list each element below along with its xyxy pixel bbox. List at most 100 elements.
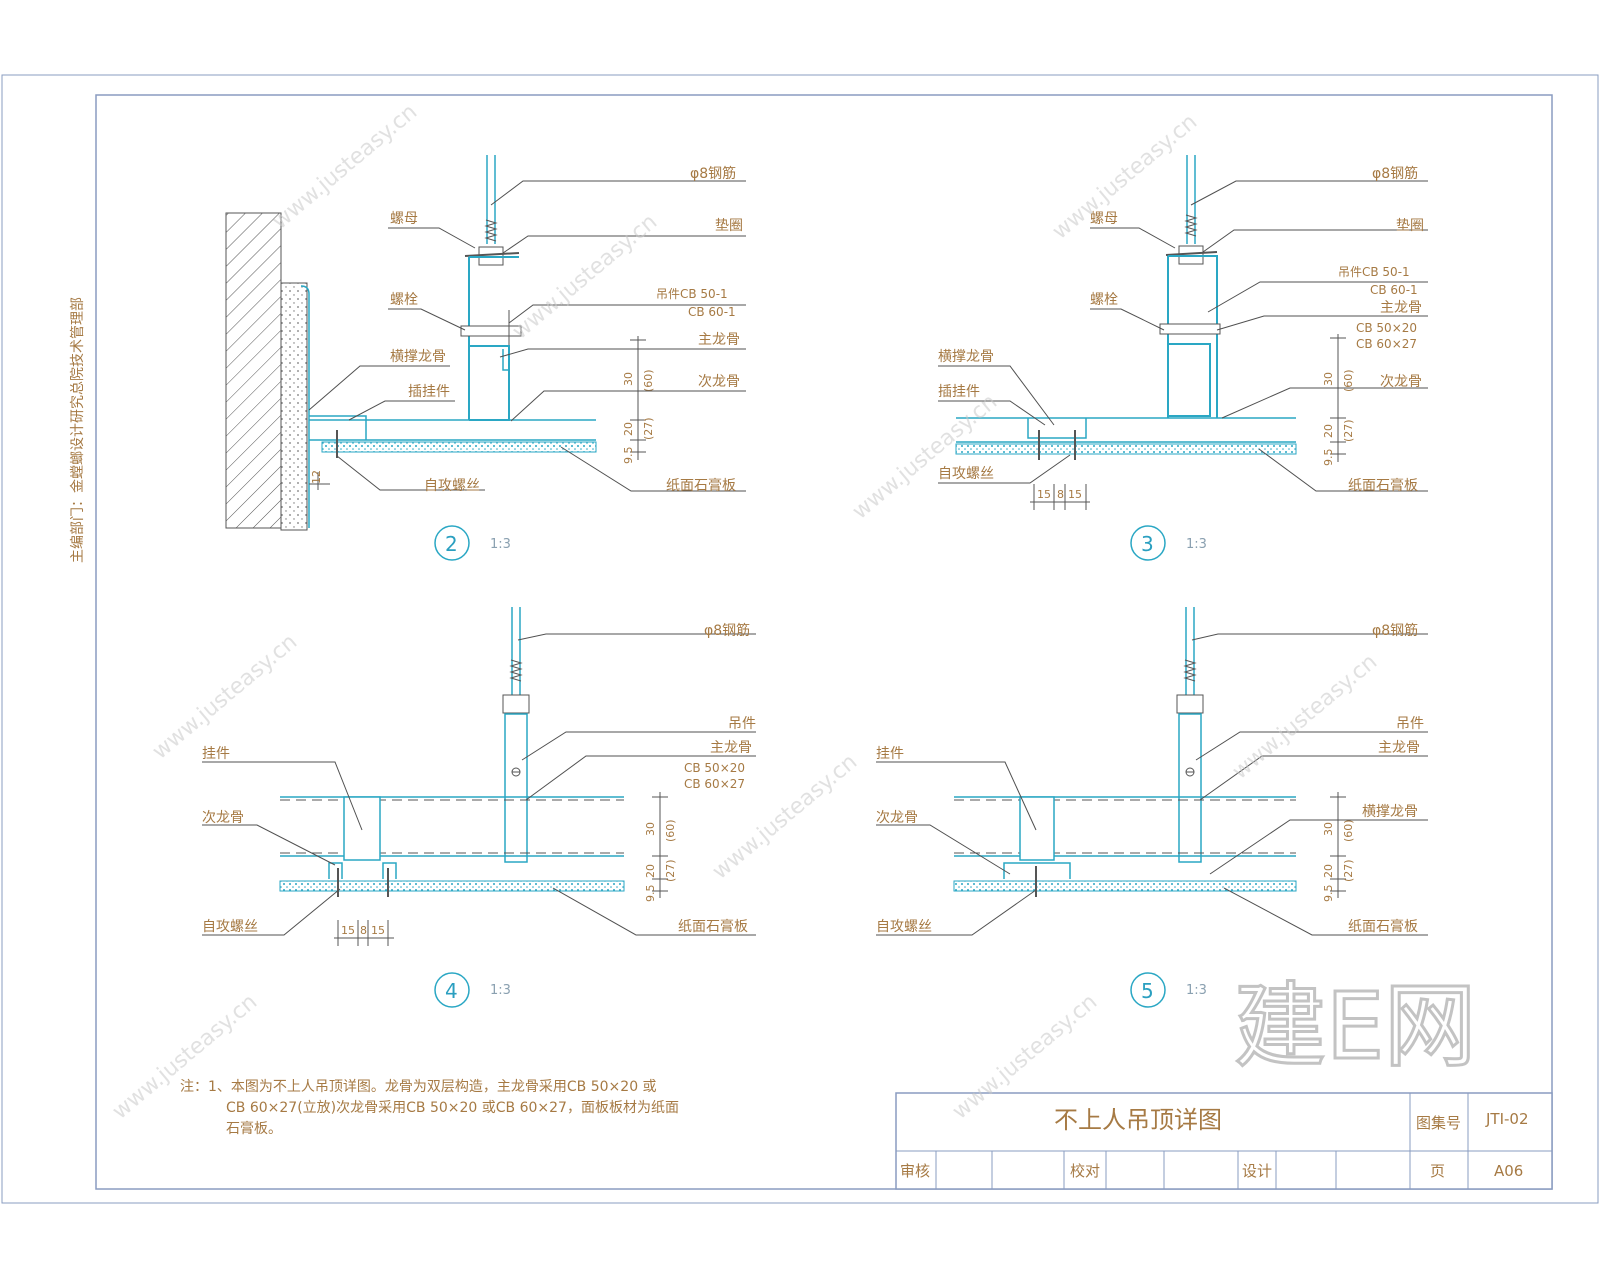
label-main-spec-2: CB 60×27: [1356, 337, 1417, 351]
dim-27: (27): [1342, 419, 1355, 442]
label-main-runner: 主龙骨: [710, 740, 752, 756]
label-main-spec-1: CB 50×20: [1356, 321, 1417, 335]
dim-9-5: 9.5: [1322, 449, 1335, 467]
dim-60: (60): [642, 369, 655, 392]
detail-3: 30 (60) 20 (27) 9.5 15 8 15 φ8钢筋 螺母 垫圈 吊…: [938, 155, 1428, 561]
dim-27: (27): [1342, 859, 1355, 882]
label-board: 纸面石膏板: [1348, 918, 1418, 935]
dim-20: 20: [1322, 424, 1335, 438]
watermark-logo-text: 建E网: [1234, 973, 1476, 1080]
dim-8: 8: [1057, 488, 1064, 501]
detail-4: 30 (60) 20 (27) 9.5 15 8 15 φ8钢筋 吊件 主龙骨 …: [202, 607, 756, 1008]
outer-frame: [1, 74, 1599, 1204]
wall-hatch: [225, 212, 282, 529]
dim-27: (27): [642, 417, 655, 440]
title-block: 不上人吊顶详图 图集号 JTI-02 审核 校对 设计 页 A06: [895, 1092, 1553, 1190]
dim-9-5: 9.5: [1322, 885, 1335, 903]
gypsum-board: [955, 443, 1297, 455]
dim-9-5: 9.5: [644, 885, 657, 903]
detail-number: 3: [1141, 532, 1154, 556]
watermark-url: www.justeasy.cn: [148, 629, 302, 764]
label-main-runner: 主龙骨: [698, 332, 740, 348]
label-washer: 垫圈: [715, 218, 743, 234]
label-clip: 挂件: [202, 746, 230, 762]
label-board: 纸面石膏板: [666, 477, 736, 494]
note-line-3: 石膏板。: [226, 1120, 282, 1137]
label-screw: 自攻螺丝: [202, 919, 258, 935]
detail-scale: 1:3: [490, 537, 511, 552]
label-hanger: 吊件CB 50-1: [656, 287, 728, 301]
label-secondary: 次龙骨: [202, 810, 244, 826]
label-hanger-spec: CB 60-1: [688, 305, 736, 319]
label-secondary: 次龙骨: [876, 810, 918, 826]
detail-number: 2: [445, 532, 458, 556]
label-clip: 挂件: [876, 746, 904, 762]
gypsum-board: [953, 880, 1297, 892]
atlas-number-label: 图集号: [1416, 1114, 1461, 1132]
detail-scale: 1:3: [1186, 983, 1207, 998]
detail-number-circle: [1130, 525, 1166, 561]
watermark-layer: www.justeasy.cn www.justeasy.cn www.just…: [108, 99, 1478, 1124]
label-nut: 螺母: [390, 211, 418, 227]
dim-30: 30: [1322, 822, 1335, 836]
label-main-runner: 主龙骨: [1378, 740, 1420, 756]
label-secondary: 次龙骨: [1380, 374, 1422, 390]
label-rod: φ8钢筋: [1372, 622, 1418, 639]
review-label: 审核: [900, 1162, 930, 1180]
detail-number: 5: [1141, 979, 1154, 1003]
label-main-spec-1: CB 50×20: [684, 761, 745, 775]
dim-20: 20: [1322, 864, 1335, 878]
note-line-1: 注：1、本图为不上人吊顶详图。龙骨为双层构造，主龙骨采用CB 50×20 或: [180, 1079, 657, 1095]
watermark-url: www.justeasy.cn: [1228, 649, 1382, 784]
atlas-number-value: JTI-02: [1485, 1110, 1529, 1128]
detail-number-circle: [434, 972, 470, 1008]
design-label: 设计: [1242, 1162, 1272, 1180]
watermark-url: www.justeasy.cn: [1048, 109, 1202, 244]
page-number: A06: [1494, 1162, 1523, 1180]
inner-frame: [95, 94, 1553, 1190]
detail-scale: 1:3: [1186, 537, 1207, 552]
gypsum-board: [279, 880, 625, 892]
gypsum-board: [321, 441, 597, 453]
note-line-2: CB 60×27(立放)次龙骨采用CB 50×20 或CB 60×27，面板板材…: [226, 1100, 679, 1116]
dim-12: 12: [310, 470, 323, 484]
label-hanger: 吊件: [728, 716, 756, 732]
dim-9-5: 9.5: [622, 447, 635, 465]
label-brace: 横撑龙骨: [390, 349, 446, 365]
dim-60: (60): [664, 819, 677, 842]
dim-20: 20: [644, 864, 657, 878]
detail-2: 30 (60) 20 (27) 9.5 12 φ8钢筋 螺母 垫圈 螺栓 吊件C…: [225, 155, 746, 561]
label-screw: 自攻螺丝: [876, 919, 932, 935]
wall-plaster: [280, 282, 308, 531]
watermark-url: www.justeasy.cn: [848, 389, 1002, 524]
dim-30: 30: [622, 372, 635, 386]
check-label: 校对: [1070, 1162, 1100, 1180]
drawing-title: 不上人吊顶详图: [1054, 1106, 1222, 1134]
label-rod: φ8钢筋: [1372, 165, 1418, 182]
label-board: 纸面石膏板: [1348, 477, 1418, 494]
dim-20: 20: [622, 422, 635, 436]
detail-number-circle: [434, 525, 470, 561]
dim-8: 8: [360, 924, 367, 937]
department-vertical-text: 主编部门：金螳螂设计研究总院技术管理部: [70, 297, 86, 563]
detail-5: 30 (60) 20 (27) 9.5 φ8钢筋 吊件 主龙骨 横撑龙骨 挂件 …: [876, 607, 1428, 1008]
label-hanger: 吊件: [1396, 716, 1424, 732]
dim-30: 30: [1322, 372, 1335, 386]
label-clip: 插挂件: [938, 384, 980, 400]
notes: 注：1、本图为不上人吊顶详图。龙骨为双层构造，主龙骨采用CB 50×20 或 C…: [180, 1079, 679, 1137]
page-label: 页: [1430, 1162, 1445, 1180]
label-main-spec-2: CB 60×27: [684, 777, 745, 791]
dim-15-left: 15: [1037, 488, 1051, 501]
label-secondary: 次龙骨: [698, 374, 740, 390]
dim-15-right: 15: [1068, 488, 1082, 501]
watermark-url: www.justeasy.cn: [508, 209, 662, 344]
label-hanger: 吊件CB 50-1: [1338, 265, 1410, 279]
detail-scale: 1:3: [490, 983, 511, 998]
label-brace: 横撑龙骨: [938, 349, 994, 365]
label-screw: 自攻螺丝: [938, 466, 994, 482]
label-rod: φ8钢筋: [704, 622, 750, 639]
detail-number: 4: [445, 979, 458, 1003]
dim-27: (27): [664, 859, 677, 882]
label-screw: 自攻螺丝: [424, 478, 480, 494]
